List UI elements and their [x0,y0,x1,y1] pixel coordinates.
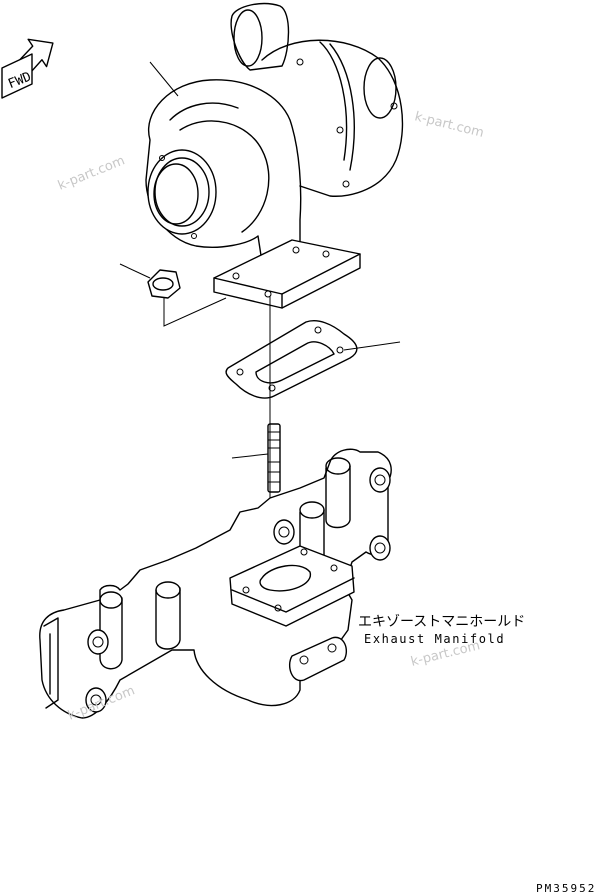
stud-part [231,423,281,493]
exhaust-manifold-part [39,448,392,719]
drawing-number: PM35952 [536,882,596,895]
caption-japanese: エキゾーストマニホールド [358,614,525,630]
caption-english: Exhaust Manifold [364,632,505,646]
watermark-1: k-part.com [56,153,127,193]
gasket-part [225,320,401,399]
fwd-arrow-icon: FWD [1,38,54,99]
turbocharger-illustration [145,2,404,309]
watermark-2: k-part.com [413,109,485,141]
nut-part [119,263,227,327]
